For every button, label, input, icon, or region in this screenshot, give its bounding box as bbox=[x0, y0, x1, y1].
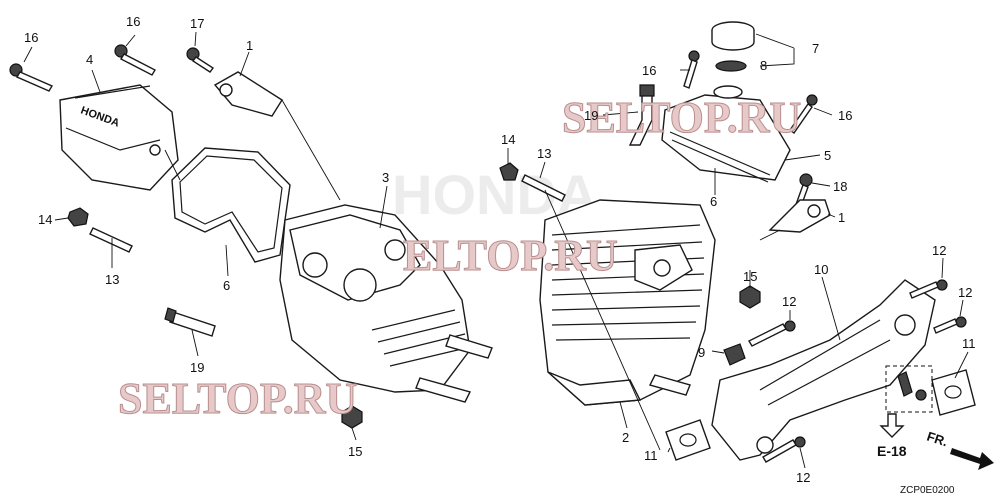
callout-16-a: 16 bbox=[24, 30, 38, 45]
callout-17: 17 bbox=[190, 16, 204, 31]
callout-6-b: 6 bbox=[710, 194, 717, 209]
callout-12-c: 12 bbox=[782, 294, 796, 309]
callout-1-b: 1 bbox=[838, 210, 845, 225]
bolt-17 bbox=[186, 47, 215, 73]
nut-14-left bbox=[67, 207, 89, 227]
leader-lines bbox=[23, 31, 969, 469]
nut-15-center bbox=[739, 285, 761, 309]
spark-plug-19-left bbox=[164, 307, 216, 337]
reference-arrow: E-18 bbox=[877, 413, 907, 459]
shroud-5 bbox=[661, 85, 791, 183]
bracket-1-left bbox=[213, 71, 283, 117]
callout-19-b: 19 bbox=[584, 108, 598, 123]
watermark-top-right: SELTOP.RU bbox=[562, 93, 801, 142]
callout-12-a: 12 bbox=[932, 243, 946, 258]
front-direction-indicator: FR. bbox=[925, 429, 994, 470]
intake-manifold bbox=[711, 279, 936, 461]
cylinder-head-left bbox=[279, 204, 493, 403]
callout-5: 5 bbox=[824, 148, 831, 163]
callout-12-b: 12 bbox=[958, 285, 972, 300]
callout-15-b: 15 bbox=[743, 269, 757, 284]
detail-box bbox=[885, 365, 933, 413]
cylinder-block bbox=[539, 199, 716, 406]
bracket-1-right bbox=[768, 199, 831, 233]
reference-label: E-18 bbox=[877, 443, 907, 459]
callout-10: 10 bbox=[814, 262, 828, 277]
gasket-11-right bbox=[931, 369, 976, 416]
callout-13-a: 13 bbox=[105, 272, 119, 287]
valve-cover-gasket bbox=[171, 147, 291, 263]
callout-16-c: 16 bbox=[642, 63, 656, 78]
callout-13-b: 13 bbox=[537, 146, 551, 161]
callout-4: 4 bbox=[86, 52, 93, 67]
callout-15-a: 15 bbox=[348, 444, 362, 459]
bolt-12-right bbox=[933, 316, 967, 334]
callout-8: 8 bbox=[760, 58, 767, 73]
callout-11-b: 11 bbox=[962, 336, 976, 351]
watermark-center: ELTOP.RU bbox=[403, 231, 618, 280]
clip-9 bbox=[723, 343, 746, 366]
bolt-12-top bbox=[909, 279, 948, 299]
bolt-16-center-right bbox=[789, 94, 818, 134]
stud-13-left bbox=[89, 227, 133, 253]
nut-15-left bbox=[341, 405, 363, 429]
oil-filler-cap-7 bbox=[711, 21, 755, 51]
watermark-bottom-left: SELTOP.RU bbox=[118, 374, 357, 423]
washer-8 bbox=[715, 60, 747, 72]
bolt-16-center-left bbox=[683, 50, 700, 89]
callout-11-a: 11 bbox=[644, 448, 658, 463]
callout-16-d: 16 bbox=[838, 108, 852, 123]
callout-7: 7 bbox=[812, 41, 819, 56]
bolt-12-bottom bbox=[762, 436, 806, 463]
callout-2: 2 bbox=[622, 430, 629, 445]
front-label: FR. bbox=[925, 429, 950, 450]
callout-9: 9 bbox=[698, 345, 705, 360]
bolt-16-top bbox=[114, 44, 156, 76]
callout-1-a: 1 bbox=[246, 38, 253, 53]
callout-16-b: 16 bbox=[126, 14, 140, 29]
bolt-12-left bbox=[748, 320, 796, 347]
diagram-code: ZCP0E0200 bbox=[900, 485, 955, 496]
callout-3: 3 bbox=[382, 170, 389, 185]
callout-14-a: 14 bbox=[38, 212, 52, 227]
callout-14-b: 14 bbox=[501, 132, 515, 147]
callout-6-a: 6 bbox=[223, 278, 230, 293]
stud-13-center bbox=[521, 174, 566, 202]
bolt-16-left bbox=[9, 63, 54, 92]
gasket-11-bottom bbox=[665, 419, 711, 461]
callout-19-a: 19 bbox=[190, 360, 204, 375]
callout-12-d: 12 bbox=[796, 470, 810, 485]
spark-plug-19-center bbox=[628, 84, 655, 146]
valve-cover: HONDA bbox=[59, 84, 179, 191]
callout-18: 18 bbox=[833, 179, 847, 194]
